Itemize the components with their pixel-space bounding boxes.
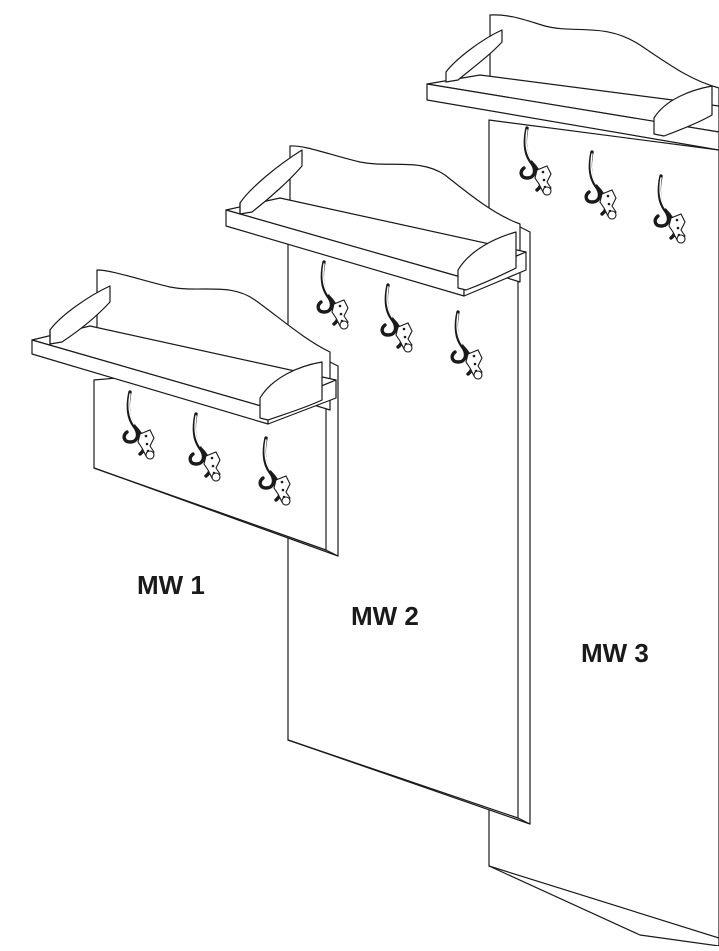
rack-mw2	[225, 145, 531, 825]
label-mw1: MW 1	[137, 570, 205, 600]
label-mw3: MW 3	[581, 638, 649, 668]
label-mw2: MW 2	[351, 601, 419, 631]
rack-mw1	[31, 269, 339, 557]
rack-mw3	[426, 14, 719, 947]
